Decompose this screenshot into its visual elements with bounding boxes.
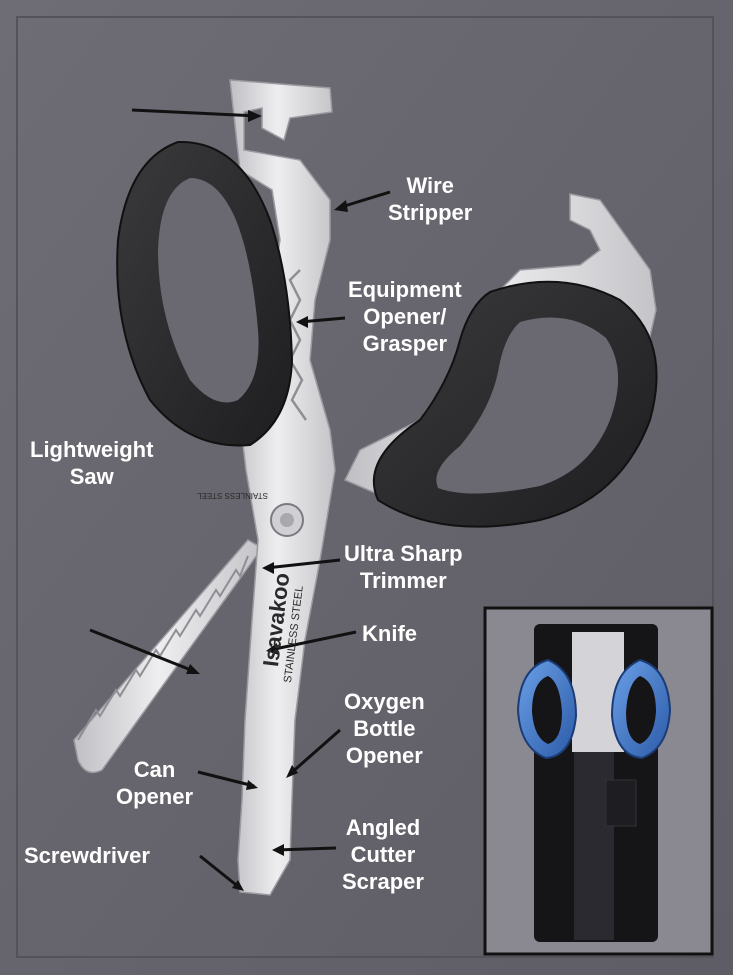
label-ultra-sharp-trimmer: Ultra Sharp Trimmer	[344, 540, 463, 594]
label-line: Ultra Sharp	[344, 541, 463, 566]
pointer-lines	[89, 108, 391, 890]
label-line: Scraper	[342, 869, 424, 894]
label-wire-stripper: Wire Stripper	[388, 172, 472, 226]
handle-stamp-text: STAINLESS STEEL	[197, 491, 268, 500]
label-line: Can	[133, 757, 176, 782]
label-equipment-opener: Equipment Opener/ Grasper	[348, 276, 462, 357]
label-lightweight-saw: Lightweight Saw	[30, 436, 153, 490]
label-line: Lightweight	[30, 437, 154, 462]
arrowhead-can	[246, 780, 258, 790]
arrowhead-equipment	[296, 316, 308, 328]
pointer-top	[131, 108, 259, 118]
label-oxygen-bottle-opener: Oxygen Bottle Opener	[344, 688, 425, 769]
label-screwdriver: Screwdriver	[24, 842, 150, 869]
arrowhead-screwdriver	[232, 880, 244, 891]
arrowhead-top	[248, 110, 262, 122]
label-line: Trimmer	[359, 568, 447, 593]
saw-teeth	[77, 555, 249, 741]
pointer-trimmer	[265, 558, 341, 570]
arrowhead-angled	[272, 844, 284, 856]
arrowhead-knife	[266, 643, 279, 655]
label-line: Opener	[345, 743, 423, 768]
pointer-can-opener	[197, 770, 255, 788]
pointer-saw	[89, 628, 197, 674]
label-line: Screwdriver	[24, 843, 150, 868]
label-line: Knife	[362, 621, 417, 646]
photo-border	[16, 16, 714, 958]
grasper-teeth	[288, 269, 308, 421]
label-line: Cutter	[350, 842, 416, 867]
left-handle-hole	[158, 178, 259, 403]
pointer-knife	[269, 630, 357, 652]
label-line: Oxygen	[344, 689, 425, 714]
label-angled-cutter-scraper: Angled Cutter Scraper	[342, 814, 424, 895]
arrowhead-oxygen	[286, 765, 298, 778]
arrowhead-trimmer	[262, 562, 274, 574]
label-line: Wire	[406, 173, 454, 198]
label-line: Saw	[69, 464, 114, 489]
arrowhead-saw	[186, 664, 200, 674]
pointer-arrowheads	[186, 110, 348, 891]
label-line: Opener	[116, 784, 194, 809]
inset-holster-photo	[483, 606, 714, 956]
label-line: Angled	[345, 815, 421, 840]
label-knife: Knife	[362, 620, 417, 647]
pointer-screwdriver	[199, 854, 241, 890]
label-line: Opener/	[363, 304, 447, 329]
pointer-oxygen	[289, 728, 341, 776]
arrowhead-wire	[334, 200, 348, 212]
label-can-opener: Can Opener	[116, 756, 193, 810]
right-handle-hole	[436, 317, 619, 494]
label-line: Stripper	[388, 200, 473, 225]
label-line: Grasper	[362, 331, 448, 356]
saw-blade	[73, 539, 264, 774]
handle-stamp: STAINLESS STEEL	[197, 491, 268, 500]
pointer-angled	[275, 846, 337, 852]
label-line: Equipment	[348, 277, 462, 302]
label-line: Bottle	[353, 716, 416, 741]
